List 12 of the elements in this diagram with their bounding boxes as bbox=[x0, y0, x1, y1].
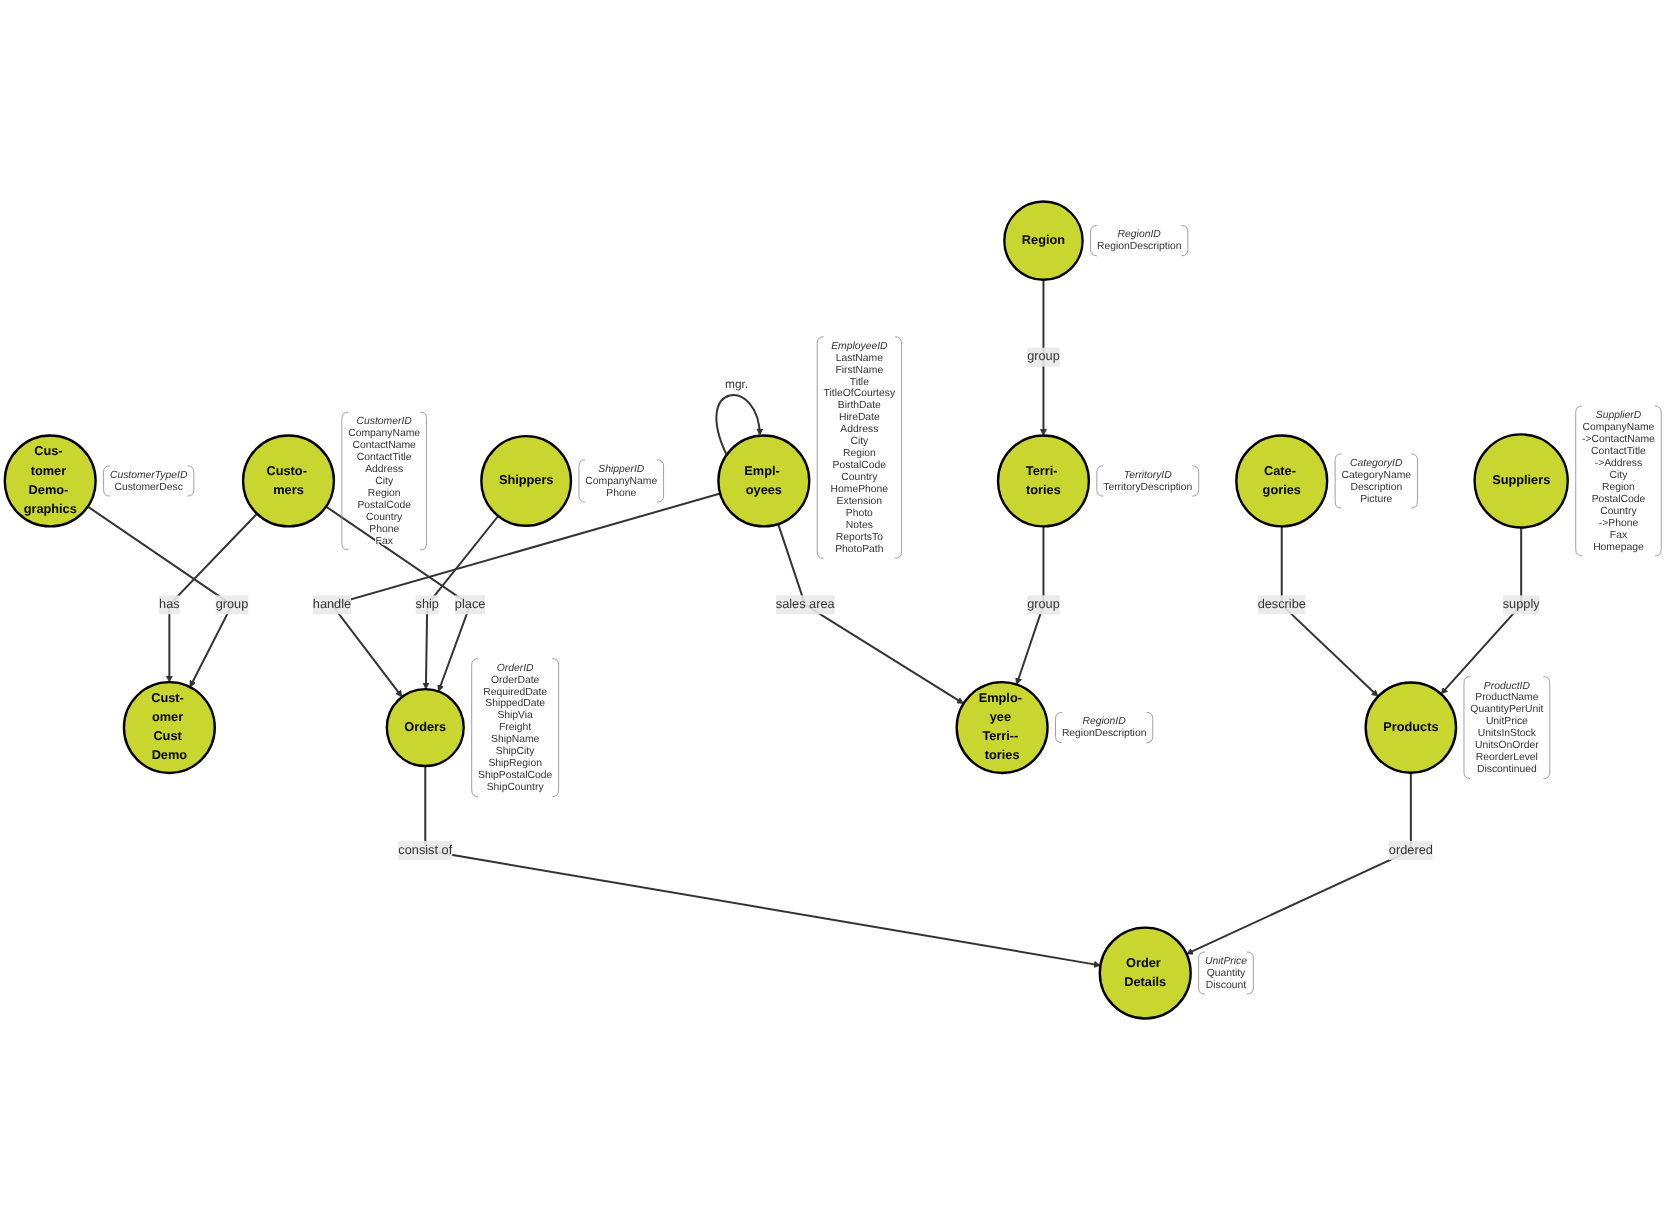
arrow bbox=[777, 523, 964, 704]
arrow bbox=[1440, 526, 1523, 695]
arrow bbox=[424, 765, 1101, 968]
arrow bbox=[1186, 771, 1412, 955]
arrow bbox=[325, 505, 472, 692]
arrow bbox=[86, 505, 234, 688]
arrow bbox=[1039, 278, 1047, 436]
arrow bbox=[165, 512, 258, 683]
arrow bbox=[1280, 525, 1379, 697]
arrow bbox=[422, 515, 500, 690]
arrow bbox=[1015, 525, 1045, 685]
arrow bbox=[715, 394, 763, 456]
